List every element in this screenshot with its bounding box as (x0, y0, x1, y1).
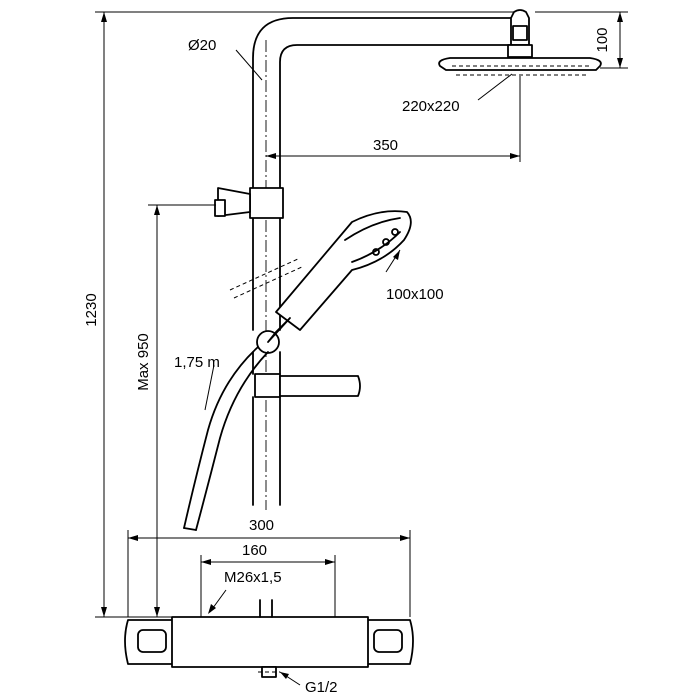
inlet-thread-label: G1/2 (305, 679, 338, 696)
hand-shower (229, 210, 412, 354)
overhead-shower-head (438, 9, 602, 76)
shower-hose (183, 346, 269, 531)
wall-bracket (214, 187, 284, 219)
arm-reach-label: 350 (373, 137, 398, 154)
pipe-diameter-label: Ø20 (188, 37, 216, 54)
slider-height-label: Max 950 (135, 333, 152, 391)
riser-pipe (252, 17, 521, 510)
connection-spacing-label: 160 (242, 542, 267, 559)
head-offset-label: 100 (594, 27, 611, 52)
total-height-label: 1230 (83, 293, 100, 326)
hand-shower-size-label: 100x100 (386, 286, 444, 303)
mixer-width-label: 300 (249, 517, 274, 534)
head-size-label: 220x220 (402, 98, 460, 115)
thermostatic-mixer (124, 599, 414, 678)
dimension-lines (95, 11, 628, 686)
hose-length-label: 1,75 m (174, 354, 220, 371)
soap-tray (254, 373, 361, 398)
thread-size-label: M26x1,5 (224, 569, 282, 586)
